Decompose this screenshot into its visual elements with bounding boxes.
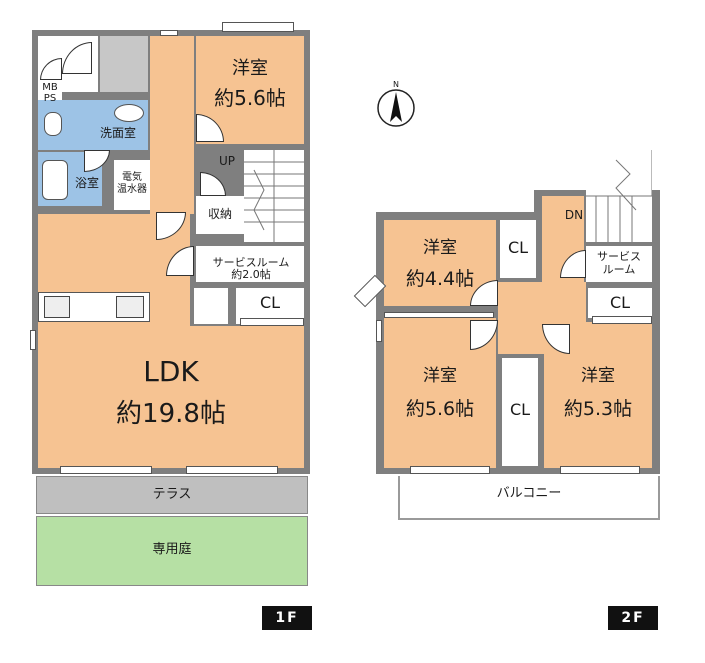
door-service-1f[interactable] [166,246,194,276]
window-2f-partition [384,312,494,318]
stairs-2f-lines [586,150,652,242]
closet-2f-a [500,220,536,278]
sink-icon [116,296,144,318]
room-2f-c-name: 洋室 [581,366,615,386]
window-1f-ldk-left [30,330,36,350]
water-heater-label: 電気 温水器 [117,172,147,195]
window-1f-top-western [222,22,294,32]
stairs-up-label: UP [218,154,236,168]
window-2f-b-left [376,320,382,342]
floor2-top-left-void [376,190,534,212]
western-1f-area: 約5.6帖 [214,86,286,110]
bathtub-icon [42,160,68,200]
service-room-2f [586,246,652,282]
window-1f-top-hall [160,30,178,36]
service-1f-area: 約2.0帖 [231,268,271,281]
ldk-name: LDK [143,355,199,388]
balcony [398,476,660,520]
closet-1f-left [194,288,228,324]
closet-1f-label: CL [259,293,281,312]
window-2f-closet-c [592,316,652,324]
closet-2f-a-label: CL [507,238,529,257]
closet-2f-b [502,358,538,466]
terrace [36,476,308,514]
stairs-1f-lines [244,150,304,242]
western-1f-name: 洋室 [232,58,268,79]
window-2f-b-bottom [410,466,490,474]
compass: N [376,80,416,130]
closet-2f-c-label: CL [609,293,631,312]
stove-icon [44,296,70,318]
storage-label: 収納 [207,207,232,221]
room-2f-a-area: 約4.4帖 [405,268,475,290]
toilet-icon [44,112,62,136]
water-heater-room [114,160,150,210]
window-2f-c-bottom [560,466,640,474]
ldk-main [38,326,304,468]
compass-label: N [393,80,399,89]
balcony-label: バルコニー [496,486,562,501]
window-1f-ldk-bottom-1 [60,466,152,474]
room-2f-a-name: 洋室 [423,238,457,258]
window-1f-closet [240,318,304,326]
terrace-label: テラス [152,487,192,502]
garden-label: 専用庭 [152,542,192,557]
closet-2f-c [588,288,652,318]
stairs-down-label: DN [564,208,584,222]
mbps-label: MB PS [42,82,58,104]
service-1f-name: サービスルーム [212,256,290,269]
floor2-stair-void [586,150,652,196]
service-2f-label: サービス ルーム [597,250,641,276]
stairs-2f [586,196,652,242]
storage-room [196,196,250,234]
closet-2f-b-label: CL [509,400,531,419]
entrance-area [100,36,148,92]
room-2f-b-name: 洋室 [423,366,457,386]
window-1f-ldk-bottom-2 [186,466,278,474]
private-garden [36,516,308,586]
floor-1-badge: 1F [262,606,312,630]
washbasin-icon [114,104,144,122]
washroom-label: 洗面室 [99,126,136,140]
north-arrow-icon [377,89,415,127]
ldk-area: 約19.8帖 [116,399,226,429]
bathroom-label: 浴室 [74,176,99,190]
service-room-1f [196,246,304,282]
room-2f-b-area: 約5.6帖 [405,398,475,420]
room-2f-c-area: 約5.3帖 [563,398,633,420]
floor-2-badge: 2F [608,606,658,630]
